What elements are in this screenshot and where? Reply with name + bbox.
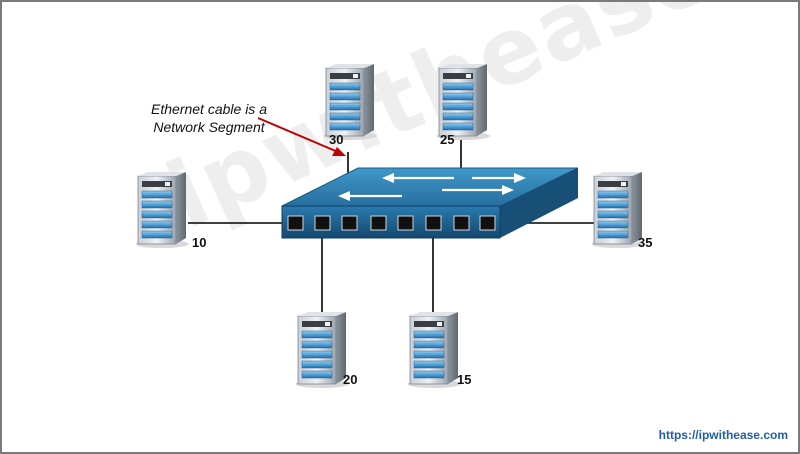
- server-label-10: 10: [192, 235, 207, 250]
- switch-port: [397, 215, 414, 231]
- annotation-line-1: Ethernet cable is a: [151, 101, 267, 117]
- network-switch: [281, 167, 579, 239]
- switch-port: [370, 215, 387, 231]
- switch-arrows: [338, 173, 526, 201]
- server-label-35: 35: [638, 235, 653, 250]
- switch-port: [287, 215, 304, 231]
- switch-port: [314, 215, 331, 231]
- switch-port: [425, 215, 442, 231]
- annotation-text: Ethernet cable is a Network Segment: [134, 100, 284, 136]
- server-label-30: 30: [329, 132, 344, 147]
- website-link[interactable]: https://ipwithease.com: [658, 428, 788, 442]
- switch-port: [453, 215, 470, 231]
- server-icon-20: [296, 312, 350, 388]
- switch-ports: [287, 215, 496, 231]
- server-icon-25: [437, 64, 491, 140]
- switch-side: [500, 168, 578, 238]
- server-icon-30: [324, 64, 378, 140]
- server-label-15: 15: [457, 372, 472, 387]
- server-label-20: 20: [343, 372, 358, 387]
- switch-port: [479, 215, 496, 231]
- server-icon-15: [408, 312, 462, 388]
- annotation-line-2: Network Segment: [153, 119, 265, 135]
- server-icon-35: [592, 172, 646, 248]
- server-label-25: 25: [440, 132, 455, 147]
- switch-port: [341, 215, 358, 231]
- annotation-arrow: [257, 117, 346, 156]
- server-icon-10: [136, 172, 190, 248]
